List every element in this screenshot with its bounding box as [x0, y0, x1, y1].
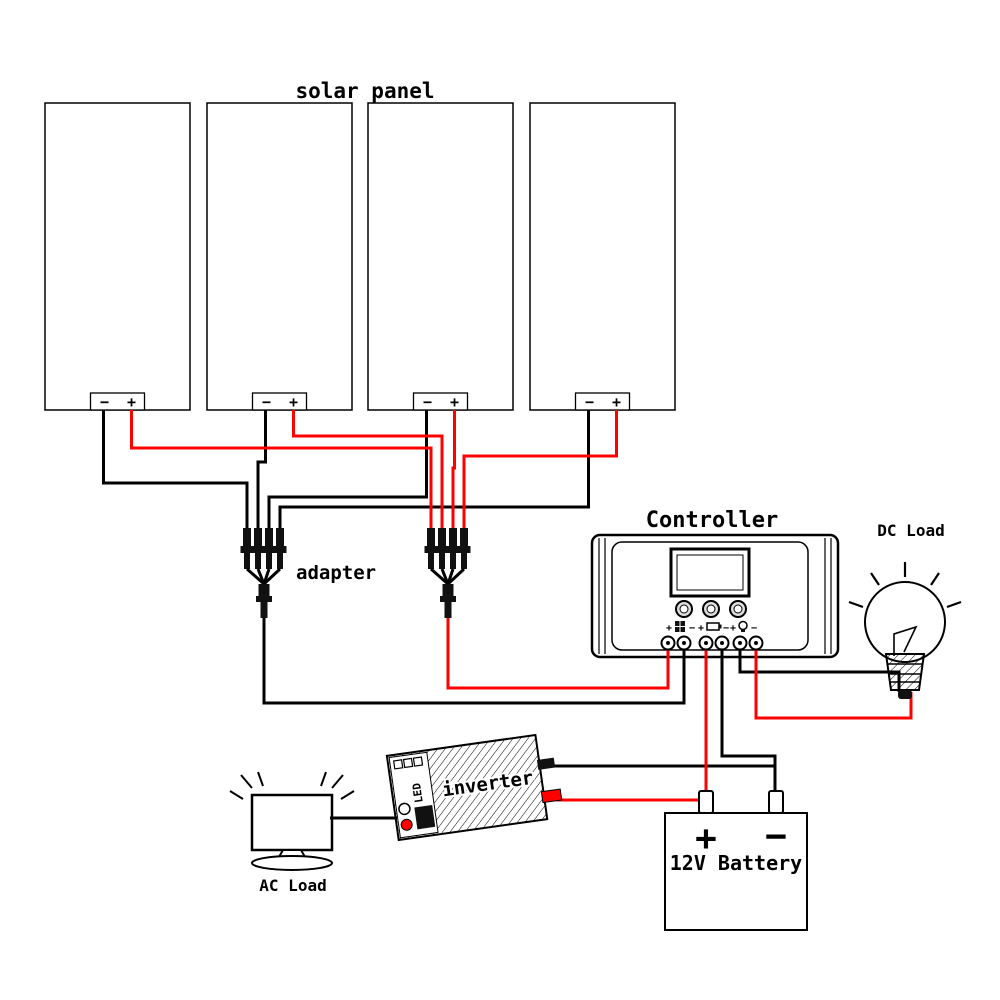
controller-terminals [660, 635, 764, 651]
ac-load-label: AC Load [259, 876, 326, 895]
wire-adapter-to-controller-negative [262, 618, 686, 705]
inverter-indicator-red [400, 818, 413, 831]
battery-label: 12V Battery [670, 851, 802, 875]
wire-panel1-negative [102, 410, 249, 532]
controller-terminal-icons: + − + − + − [666, 620, 757, 634]
load-plus-label: + [730, 623, 736, 634]
terminal-minus-label: − [423, 393, 432, 411]
mc4-branch-connector [240, 528, 287, 618]
controller-lcd-inner [676, 554, 744, 591]
wire-controller-to-dcload-positive [754, 650, 913, 720]
controller-button-3-cap [733, 604, 743, 614]
diagram-title: solar panel [295, 79, 434, 103]
battery-plus-icon-label: + [698, 623, 704, 634]
terminal-dot [754, 641, 758, 645]
terminal-plus-label: + [612, 393, 621, 411]
battery-icon-nub [719, 624, 722, 629]
wire-panel2-negative [256, 410, 267, 532]
inverter-led-label: LED [410, 782, 426, 804]
terminal-dot [704, 641, 708, 645]
junction-box-4 [574, 392, 631, 411]
bulb-filament [893, 625, 918, 656]
dc-load-label: DC Load [877, 521, 944, 540]
solar-panel-array: − + − + − + − + [44, 102, 676, 411]
negative-wires [102, 410, 901, 820]
bulb-rays [848, 562, 962, 609]
battery-post-positive [698, 790, 714, 814]
battery-minus-label: − [765, 816, 787, 857]
wire-panel4-positive [462, 410, 618, 532]
wire-controller-to-dcload-negative [738, 650, 901, 692]
lamp-icon-base [741, 629, 745, 632]
bulb-screw-base [884, 653, 926, 691]
monitor-base [251, 855, 333, 871]
inverter-indicator-white [398, 802, 411, 816]
controller-button-2-cap [706, 604, 716, 614]
monitor-rays [229, 771, 355, 800]
inverter-negative-stub [536, 757, 556, 770]
solar-panel-3 [367, 102, 514, 411]
battery-minus-icon-label: − [723, 623, 729, 634]
monitor-icon [229, 771, 355, 871]
controller-buttons [675, 600, 747, 618]
wire-adapter-to-controller-positive [446, 618, 670, 690]
load-minus-label: − [751, 623, 757, 634]
pv-plus-label: + [666, 623, 672, 634]
terminal-plus-label: + [450, 393, 459, 411]
terminal-minus-label: − [585, 393, 594, 411]
solar-panel-2 [206, 102, 353, 411]
terminal-minus-label: − [100, 393, 109, 411]
battery-post-negative [768, 790, 784, 814]
solar-panel-1 [44, 102, 191, 411]
terminal-plus-label: + [289, 393, 298, 411]
adapter-label: adapter [296, 562, 376, 584]
charge-controller: Controller + − + − + [590, 508, 840, 659]
monitor-screen [250, 793, 334, 852]
battery-plus-label: + [695, 818, 717, 859]
wire-panel4-negative [278, 410, 590, 532]
inverter-led-display [392, 756, 424, 770]
pv-minus-label: − [689, 623, 695, 634]
ac-load: AC Load [229, 771, 355, 895]
battery-body [664, 812, 808, 931]
terminal-minus-label: − [262, 393, 271, 411]
adapter-right [424, 528, 471, 618]
controller-faceplate [611, 541, 809, 651]
solar-panel-4 [529, 102, 676, 411]
terminal-dot [720, 641, 724, 645]
wire-panel1-positive [130, 410, 433, 532]
mc4-branch-connector [424, 528, 471, 618]
wire-panel3-positive [451, 410, 456, 532]
inverter-positive-stub [540, 788, 563, 804]
terminal-plus-label: + [127, 393, 136, 411]
terminal-dot [666, 641, 670, 645]
wire-panel3-negative [267, 410, 428, 532]
inverter-ac-socket [414, 805, 436, 830]
junction-box-1 [89, 392, 146, 411]
wire-controller-to-battery-negative [720, 650, 777, 795]
positive-wires [130, 410, 913, 802]
controller-label: Controller [646, 508, 778, 533]
wire-panel2-positive [292, 410, 444, 532]
terminal-dot [738, 641, 742, 645]
battery: + − 12V Battery [664, 812, 808, 931]
dc-load: DC Load [848, 521, 962, 691]
light-bulb-icon [848, 562, 962, 691]
adapter-left [240, 528, 287, 618]
bulb-contact-tip [898, 690, 912, 699]
controller-button-1-cap [679, 604, 689, 614]
terminal-dot [682, 641, 686, 645]
inverter: LED inverter [385, 733, 563, 842]
junction-box-2 [251, 392, 308, 411]
junction-box-3 [412, 392, 469, 411]
